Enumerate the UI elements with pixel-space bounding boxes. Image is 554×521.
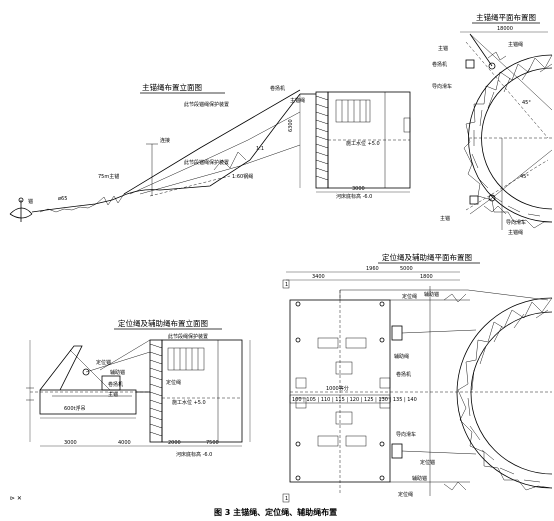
pos-dim-0: 1960 [366,266,379,272]
dim-a: 3000 [352,186,365,192]
plan-label-rope1: 主锚绳 [508,41,523,48]
note-top-label: 此节段锚绳保护装置 [184,101,229,108]
center-label: 1000等分 [326,385,349,392]
winch-icon [465,59,475,69]
main-plan-panel: 主锚绳平面布置图 18000 主锚绳 卷扬机 导向滑车 主锚 主锚 导向滑车 [432,12,553,236]
elev-label-protect: 此节段绳保护装置 [168,333,208,340]
elev-label-pos-anchor: 定位锚 [96,359,111,366]
crane-label: 600t浮吊 [64,405,86,412]
elev-dim-2: 2000 [168,440,181,446]
pos-dim-2: 3400 [312,274,325,280]
winch-icon [391,443,403,459]
plan-label-block1: 导向滑车 [432,83,452,90]
floating-crane [39,345,137,415]
pos-elevation-title: 定位绳及辅助绳布置立面图 [118,318,208,328]
truss-ring-lower [456,297,553,491]
bed-level-label: 河床底标高 -6.0 [336,193,372,200]
chain-segment [39,203,97,213]
pos-plan-title: 定位绳及辅助绳平面布置图 [382,252,472,262]
wire-label: 1:60钢绳 [232,173,253,180]
plan-angle-b: 45° [520,174,529,180]
elev-dim-1: 4000 [118,440,131,446]
inclined-rope-d [149,175,231,197]
elev-dim-3: 7500 [206,440,219,446]
elev-label-main-anchor: 主锚 [108,391,118,398]
pos-label-aux-anchor2: 辅助锚 [412,475,427,482]
inclined-rope-b [129,111,301,195]
main-elevation-panel: 主锚绳布置立面图 锚 75m主锚 ø65 连接 此节段锚绳保护装置 此节段锚绳保… [9,82,411,222]
water-level-label: 施工水位 +5.0 [346,140,380,147]
elev-label-bed: 河床底标高 -6.0 [176,451,212,458]
main-plan-title: 主锚绳平面布置图 [476,12,536,22]
joint-label: 连接 [160,137,170,144]
plan-label-winch1: 卷扬机 [432,61,447,68]
plan-label-anchor1: 主锚 [438,45,448,52]
truss-ring [463,54,553,229]
cofferdam-elevation [300,91,411,189]
pulley-icon [488,62,496,70]
winch-label: 卷扬机 [270,85,285,92]
main-elevation-title: 主锚绳布置立面图 [142,82,202,92]
corner-mark: ⊳ ✕ [10,495,22,502]
section-marker-b: 1 [285,496,288,502]
plan-label-block2: 导向滑车 [506,219,526,226]
pos-label-aux-anchor1: 辅助锚 [424,291,439,298]
inclined-rope-c [139,144,301,195]
main-rope-label: 主锚绳 [290,97,305,104]
pos-label-block: 导向滑车 [396,431,416,438]
zigzag-segment [95,193,125,206]
pos-dim-1: 5000 [400,266,413,272]
anchor-icon [9,197,33,222]
pulley-icon [82,368,90,376]
winch-icon [391,325,403,341]
elev-dim-0: 3000 [64,440,77,446]
dim-b: 6300 [288,119,294,132]
rope-dia-label: ø65 [58,196,67,202]
pos-label-pos-anchor: 定位锚 [420,459,435,466]
pos-plan-panel: 定位绳及辅助绳平面布置图 1960 5000 3400 1800 1 1 [282,252,553,503]
plan-label-rope2: 主锚绳 [508,229,523,236]
winch-icon [469,195,479,205]
pos-label-rope2: 定位绳 [398,491,413,498]
rope75-label: 75m主锚 [98,173,119,180]
plan-label-anchor2: 主锚 [440,215,450,222]
pos-dim-3: 1800 [420,274,433,280]
plan-top-dim: 18000 [497,26,513,32]
pos-elevation-panel: 定位绳及辅助绳布置立面图 600t浮吊 [26,318,251,458]
plan-angle-a: 45° [522,100,531,106]
pos-label-aux-rope: 辅助绳 [394,353,409,360]
elev-label-winch: 卷扬机 [108,381,123,388]
elev-label-water: 施工水位 +5.0 [172,399,206,406]
pos-label-rope1: 定位绳 [402,293,417,300]
note-mid-label: 此节段锚绳保护装置 [184,159,229,166]
cofferdam-elevation-lower [149,339,243,443]
section-marker-a: 1 [285,282,288,288]
incline-label: 1:1 [256,146,264,152]
anchor-label: 锚 [28,198,33,205]
inclined-rope-a [123,89,301,195]
elev-label-pos-rope: 定位绳 [166,379,181,386]
figure-caption: 图 3 主锚绳、定位绳、辅助绳布置 [214,507,337,517]
elev-label-aux-anchor: 辅助锚 [110,369,125,376]
pos-label-winch: 卷扬机 [396,371,411,378]
pulley-icon [488,194,496,202]
station-row: 100 | 105 | 110 | 115 | 120 | 125 | 130 … [292,397,417,403]
main-rope-line [31,93,301,213]
protect-zigzag [213,151,247,171]
